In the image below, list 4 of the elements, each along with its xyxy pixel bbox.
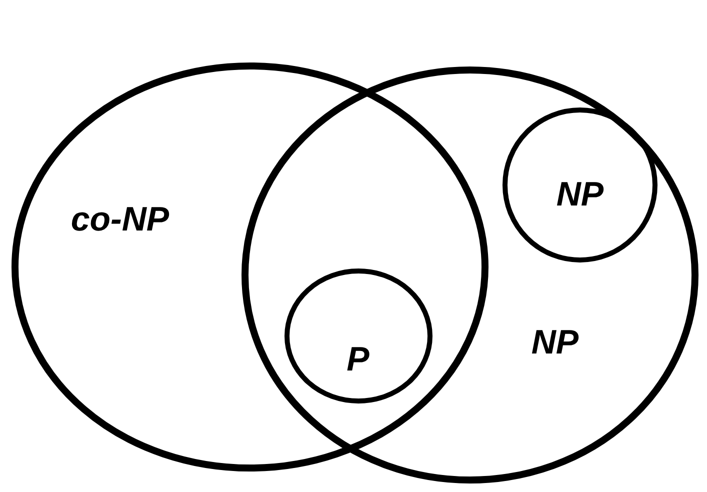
set-label: NP (531, 324, 579, 362)
set-label: NP (556, 176, 604, 214)
set-label: co-NP (70, 200, 170, 240)
set-label: P (346, 340, 370, 380)
